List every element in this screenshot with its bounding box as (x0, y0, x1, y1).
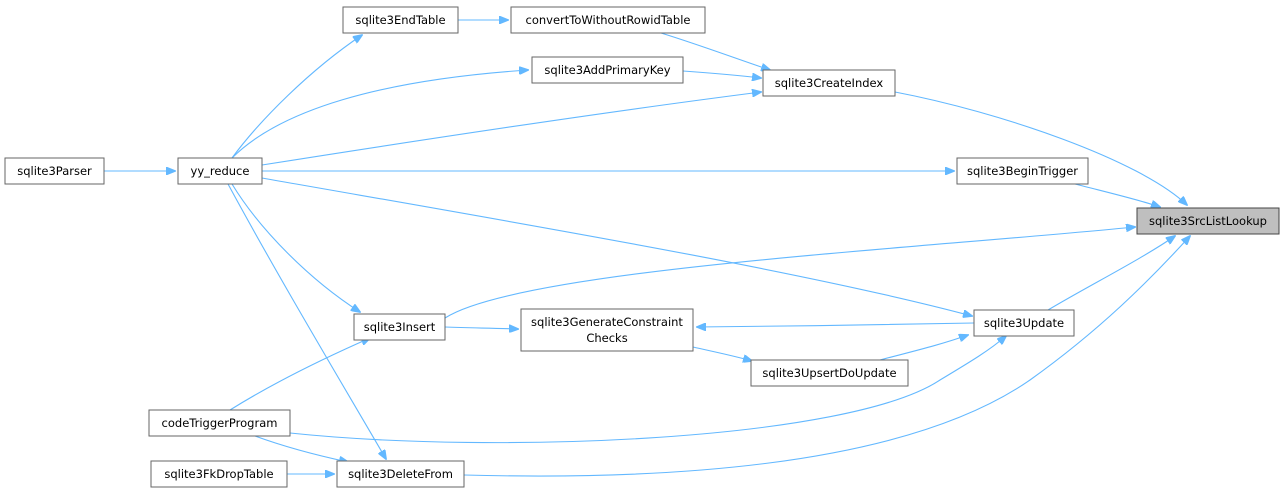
edge-yy_reduce-to-sqlite3Update (261, 177, 972, 316)
node-box (750, 359, 909, 387)
node-label: sqlite3UpsertDoUpdate (762, 366, 896, 380)
node-box (762, 69, 896, 97)
node-label: sqlite3BeginTrigger (967, 164, 1078, 178)
node-label: sqlite3GenerateConstraint (531, 315, 683, 329)
node-label: yy_reduce (191, 164, 250, 178)
node-label: sqlite3SrcListLookup (1149, 214, 1267, 228)
nodes-layer: sqlite3Parser yy_reduce sqlite3EndTable con… (4, 6, 1280, 488)
node-box (531, 56, 684, 84)
node-sqlite3AddPrimaryKey[interactable]: sqlite3AddPrimaryKey (531, 56, 684, 84)
edge-yy_reduce-to-sqlite3AddPrimaryKey (231, 70, 528, 159)
node-convertToWithoutRowidTable[interactable]: convertToWithoutRowidTable (510, 6, 706, 34)
node-box (973, 309, 1075, 337)
node-box (520, 308, 694, 352)
node-sqlite3UpsertDoUpdate[interactable]: sqlite3UpsertDoUpdate (750, 359, 909, 387)
edge-sqlite3Update-to-sqlite3SrcListLookup (1047, 236, 1175, 311)
edge-sqlite3UpsertDoUpdate-to-sqlite3Update (879, 335, 968, 361)
edge-yy_reduce-to-sqlite3EndTable (231, 35, 362, 159)
node-sqlite3BeginTrigger[interactable]: sqlite3BeginTrigger (956, 157, 1089, 185)
edge-codeTriggerProgram-to-sqlite3Insert (229, 338, 370, 411)
edge-codeTriggerProgram-to-sqlite3Update (289, 336, 1006, 444)
node-sqlite3Insert[interactable]: sqlite3Insert (353, 313, 446, 341)
edge-yy_reduce-to-sqlite3DeleteFrom (227, 183, 386, 459)
edge-sqlite3GenerateConstraintChecks-to-sqlite3UpsertDoUpdate (692, 346, 752, 361)
node-label: Checks (586, 331, 627, 345)
node-sqlite3Update[interactable]: sqlite3Update (973, 309, 1075, 337)
edge-yy_reduce-to-sqlite3CreateIndex (261, 92, 761, 166)
edge-convertToWithoutRowidTable-to-sqlite3CreateIndex (660, 32, 770, 70)
node-label: convertToWithoutRowidTable (526, 13, 691, 27)
node-sqlite3Parser[interactable]: sqlite3Parser (4, 157, 105, 185)
node-sqlite3FkDropTable[interactable]: sqlite3FkDropTable (150, 460, 288, 488)
node-box (150, 460, 288, 488)
node-sqlite3EndTable[interactable]: sqlite3EndTable (342, 6, 459, 34)
node-box (177, 157, 263, 185)
edge-sqlite3DeleteFrom-to-sqlite3SrcListLookup (463, 236, 1190, 477)
node-box (342, 6, 459, 34)
edge-yy_reduce-to-sqlite3Insert (231, 183, 360, 312)
edge-sqlite3CreateIndex-to-sqlite3SrcListLookup (894, 91, 1187, 205)
node-box (4, 157, 105, 185)
node-sqlite3CreateIndex[interactable]: sqlite3CreateIndex (762, 69, 896, 97)
node-box (336, 460, 465, 488)
node-label: sqlite3Parser (17, 164, 92, 178)
edge-sqlite3AddPrimaryKey-to-sqlite3CreateIndex (682, 70, 761, 78)
node-box (1136, 207, 1280, 235)
node-sqlite3DeleteFrom[interactable]: sqlite3DeleteFrom (336, 460, 465, 488)
edge-sqlite3Insert-to-sqlite3SrcListLookup (444, 227, 1135, 319)
node-label: sqlite3Insert (364, 320, 436, 334)
node-box (148, 409, 291, 437)
node-label: sqlite3CreateIndex (775, 76, 884, 90)
node-label: codeTriggerProgram (162, 416, 278, 430)
node-label: sqlite3Update (984, 316, 1064, 330)
node-sqlite3SrcListLookup[interactable]: sqlite3SrcListLookup (1136, 207, 1280, 235)
edge-sqlite3Update-to-sqlite3GenerateConstraintChecks (697, 322, 975, 327)
node-box (956, 157, 1089, 185)
node-box (510, 6, 706, 34)
edge-codeTriggerProgram-to-sqlite3DeleteFrom (254, 435, 348, 462)
node-label: sqlite3EndTable (355, 13, 445, 27)
node-label: sqlite3FkDropTable (164, 467, 273, 481)
node-label: sqlite3AddPrimaryKey (544, 63, 670, 77)
node-box (353, 313, 446, 341)
node-yy_reduce[interactable]: yy_reduce (177, 157, 263, 185)
node-label: sqlite3DeleteFrom (348, 467, 453, 481)
edge-sqlite3Insert-to-sqlite3GenerateConstraintChecks (444, 327, 518, 329)
edge-sqlite3BeginTrigger-to-sqlite3SrcListLookup (1074, 183, 1160, 207)
edges-layer (104, 20, 1190, 476)
node-codeTriggerProgram[interactable]: codeTriggerProgram (148, 409, 291, 437)
